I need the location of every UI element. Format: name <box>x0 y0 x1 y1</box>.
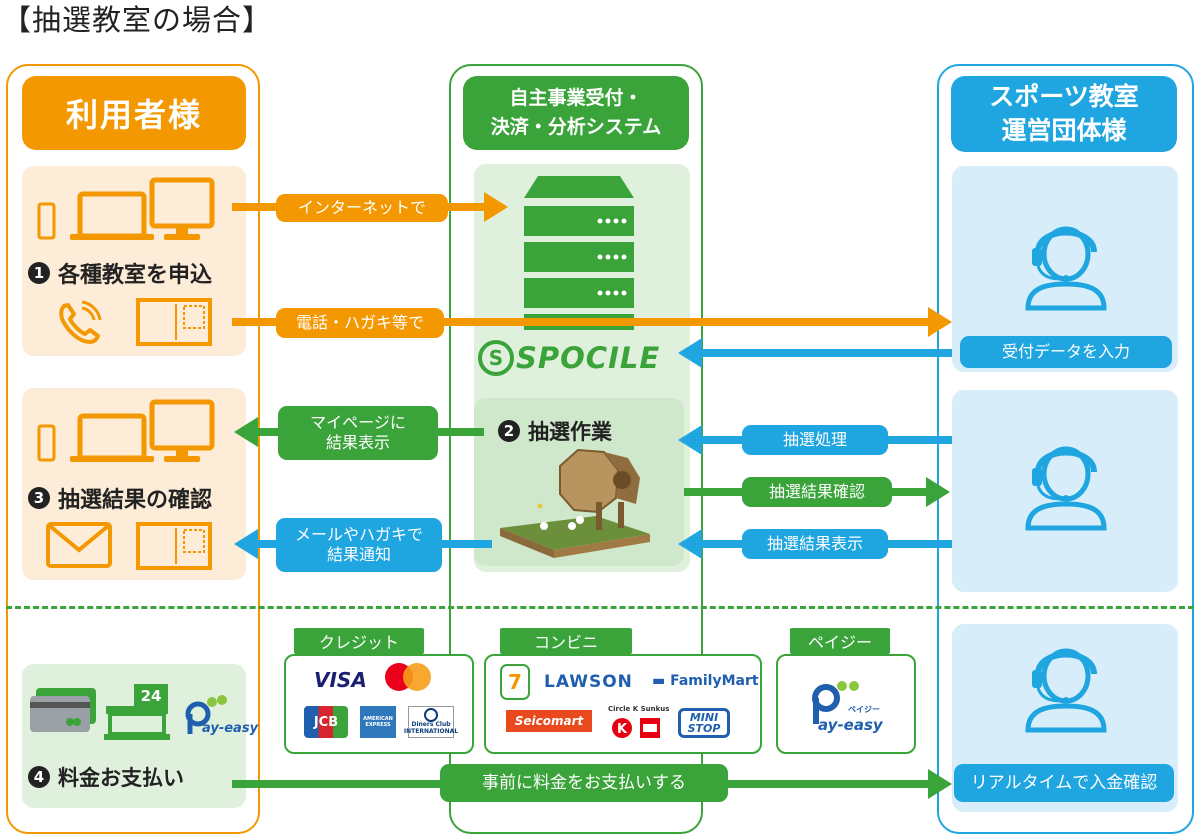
operator-icon <box>1025 446 1107 531</box>
convenience-store-icon: 24 <box>104 684 170 740</box>
flow-phone-line <box>232 318 932 326</box>
diners-circle-icon <box>424 708 438 722</box>
arrow-right-icon <box>928 307 952 337</box>
brand-logo: SPOCILE <box>516 341 661 375</box>
flow-phone-label: 電話・ハガキ等で <box>276 308 444 338</box>
visa-logo: VISA <box>314 668 367 692</box>
credit-box <box>284 654 474 754</box>
flow-input-line <box>700 349 952 357</box>
user-header: 利用者様 <box>22 76 246 150</box>
step-3: 3 抽選結果の確認 <box>28 482 212 514</box>
svg-text:K: K <box>617 722 628 737</box>
arrow-left-icon <box>678 425 702 455</box>
amex-logo: AMERICAN EXPRESS <box>360 706 396 738</box>
flow-prepay-label: 事前に料金をお支払いする <box>440 764 728 802</box>
payeasy-icon: ay-easy <box>185 695 259 736</box>
operator-icon <box>1025 226 1107 311</box>
arrow-right-icon <box>484 192 508 222</box>
convenience-tag: コンビニ <box>500 628 632 654</box>
svg-text:S: S <box>489 346 503 370</box>
circlek-logo: Circle K Sunkus <box>608 705 670 713</box>
flow-internet-label: インターネットで <box>276 194 448 222</box>
step-1: 1 各種教室を申込 <box>28 257 212 289</box>
system-column <box>449 64 703 834</box>
user-column <box>6 64 260 834</box>
step-4: 4 料金お支払い <box>28 762 184 792</box>
flow-mail-label: メールやハガキで 結果通知 <box>276 518 442 572</box>
page-title: 【抽選教室の場合】 <box>2 3 273 37</box>
mail-icon <box>46 522 112 568</box>
flow-display-label: 抽選結果表示 <box>742 529 888 559</box>
org-panel-2 <box>952 390 1178 592</box>
flow-input-label: 受付データを入力 <box>960 336 1172 368</box>
phone-icon <box>59 300 102 344</box>
jcb-logo: JCB <box>304 706 348 738</box>
arrow-left-icon <box>678 529 702 559</box>
postcard-icon <box>136 298 212 346</box>
circlek-icon: K <box>612 718 660 738</box>
spocile-logo-icon: S <box>478 340 514 376</box>
ministop-logo: MINI STOP <box>678 708 730 738</box>
step-2: 2 抽選作業 <box>498 416 612 446</box>
lawson-logo: LAWSON <box>544 672 633 692</box>
svg-text:7: 7 <box>508 670 522 694</box>
payeasy-box <box>776 654 916 754</box>
system-header: 自主事業受付・ 決済・分析システム <box>463 76 689 150</box>
devices-icon <box>37 399 215 462</box>
seicomart-logo: Seicomart <box>506 710 592 732</box>
org-header: スポーツ教室 運営団体様 <box>951 76 1177 152</box>
operator-icon <box>1025 648 1107 733</box>
section-divider <box>6 606 1194 609</box>
server-icon <box>524 176 634 330</box>
flow-realtime-label: リアルタイムで入金確認 <box>954 764 1174 802</box>
svg-text:ay-easy: ay-easy <box>202 721 259 736</box>
payeasy-icon <box>812 681 859 724</box>
payeasy-logo: ay-easy <box>818 716 883 734</box>
payeasy-logo-sub: ペイジー <box>848 705 880 714</box>
lottery-machine-icon <box>500 448 650 558</box>
flow-mypage-label: マイページに 結果表示 <box>278 406 438 460</box>
arrow-right-icon <box>928 769 952 799</box>
mastercard-icon <box>385 663 431 691</box>
arrow-right-icon <box>926 477 950 507</box>
postcard-icon <box>136 522 212 570</box>
arrow-left-icon <box>678 338 702 368</box>
credit-card-icon <box>30 688 96 732</box>
payeasy-tag: ペイジー <box>790 628 890 654</box>
flow-lottery-label: 抽選処理 <box>742 425 888 455</box>
familymart-logo: ▬ FamilyMart <box>652 673 759 689</box>
devices-icon <box>37 177 215 240</box>
org-column <box>937 64 1194 834</box>
svg-text:24: 24 <box>141 687 162 705</box>
arrow-left-icon <box>234 529 258 559</box>
credit-tag: クレジット <box>294 628 424 654</box>
flow-confirm-label: 抽選結果確認 <box>742 477 892 507</box>
seven-eleven-icon: 7 <box>500 664 530 700</box>
diners-logo: Diners Club INTERNATIONAL <box>404 706 458 738</box>
arrow-left-icon <box>234 417 258 447</box>
